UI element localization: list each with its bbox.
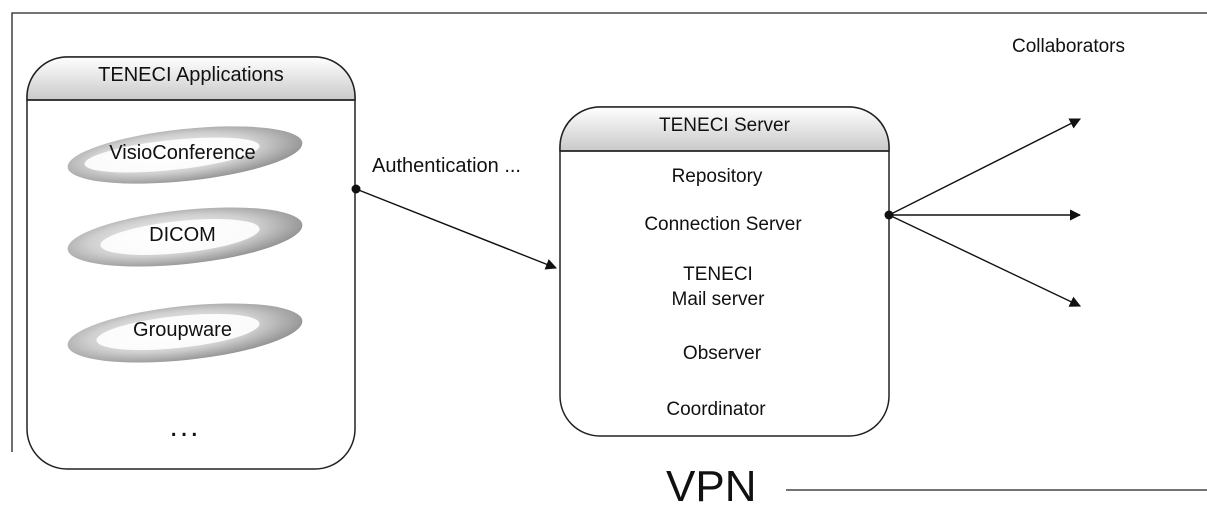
server-box-title: TENECI Server (659, 115, 790, 136)
server-item-coordinator: Coordinator (666, 399, 766, 420)
groupware-swirl (67, 303, 303, 363)
server-item-repository: Repository (671, 166, 763, 187)
authentication-dot (351, 184, 361, 194)
vpn-boundary (11, 12, 1207, 452)
applications-box-title: TENECI Applications (98, 64, 284, 86)
app-more-ellipsis: ... (169, 410, 201, 443)
authentication-arrow (355, 188, 558, 270)
collaborator-arrow-top (888, 118, 1082, 216)
server-item-mail-server: TENECI Mail server (671, 264, 765, 310)
app-item-dicom: DICOM (149, 224, 216, 246)
server-item-connection-server: Connection Server (644, 214, 802, 235)
collaborators-label: Collaborators (1012, 36, 1125, 57)
server-item-observer: Observer (682, 343, 762, 364)
app-item-visioconference: VisioConference (109, 142, 256, 164)
vpn-label: VPN (666, 462, 757, 511)
visioconference-swirl (67, 126, 303, 184)
app-item-groupware: Groupware (133, 319, 232, 341)
authentication-label: Authentication ... (372, 155, 521, 177)
server-box (559, 106, 890, 437)
collaborator-arrow-bottom (888, 214, 1082, 307)
collaborator-dot (884, 210, 894, 220)
dicom-swirl (67, 207, 303, 267)
